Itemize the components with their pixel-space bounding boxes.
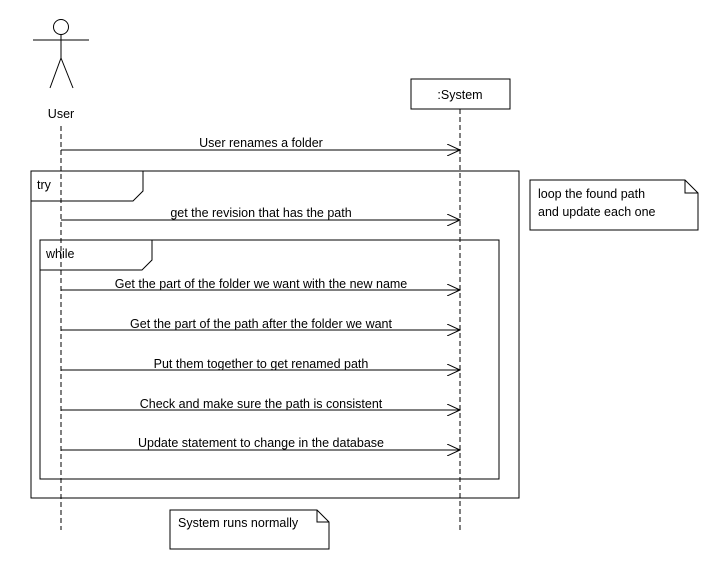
try-fragment-label: try (37, 178, 52, 192)
end-note: System runs normally (169, 509, 330, 550)
user-actor-icon (33, 19, 89, 89)
message-label: Get the part of the folder we want with … (115, 277, 408, 291)
message-label: Update statement to change in the databa… (138, 436, 384, 450)
system-label: :System (437, 88, 482, 102)
message-label: Get the part of the path after the folde… (130, 317, 392, 331)
while-fragment: while (39, 239, 500, 480)
system-lifeline-head (410, 78, 511, 110)
message-label: Put them together to get renamed path (154, 357, 369, 371)
message-7: Update statement to change in the databa… (61, 436, 460, 450)
message-label: Check and make sure the path is consiste… (140, 397, 383, 411)
message-label: get the revision that has the path (170, 206, 351, 220)
end-note-text: System runs normally (178, 516, 299, 530)
while-fragment-label: while (45, 247, 75, 261)
message-2: get the revision that has the path (61, 206, 460, 220)
loop-note-line-1: loop the found path (538, 187, 645, 201)
message-1: User renames a folder (61, 136, 460, 150)
message-6: Check and make sure the path is consiste… (61, 397, 460, 411)
message-3: Get the part of the folder we want with … (61, 277, 460, 291)
message-5: Put them together to get renamed path (61, 357, 460, 371)
message-4: Get the part of the path after the folde… (61, 317, 460, 331)
message-label: User renames a folder (199, 136, 323, 150)
actor-label: User (48, 107, 74, 121)
loop-note-line-2: and update each one (538, 205, 656, 219)
try-fragment: try (30, 170, 520, 499)
loop-note: loop the found path and update each one (529, 179, 699, 231)
